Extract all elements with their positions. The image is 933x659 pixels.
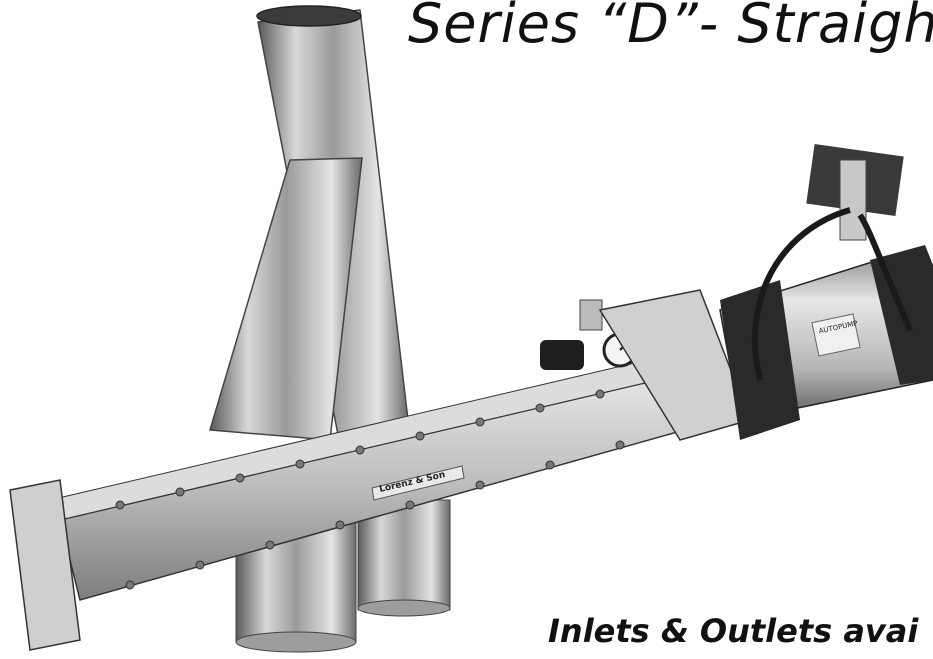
outlet-pipe-right xyxy=(357,499,451,617)
outlet-pipe-left xyxy=(235,519,357,653)
solenoid-valve xyxy=(751,144,913,381)
inlets-outlets-caption: Inlets & Outlets avai xyxy=(548,612,919,650)
page-title: Series “D”- Straigh xyxy=(408,0,933,55)
body-bolts xyxy=(115,375,665,590)
